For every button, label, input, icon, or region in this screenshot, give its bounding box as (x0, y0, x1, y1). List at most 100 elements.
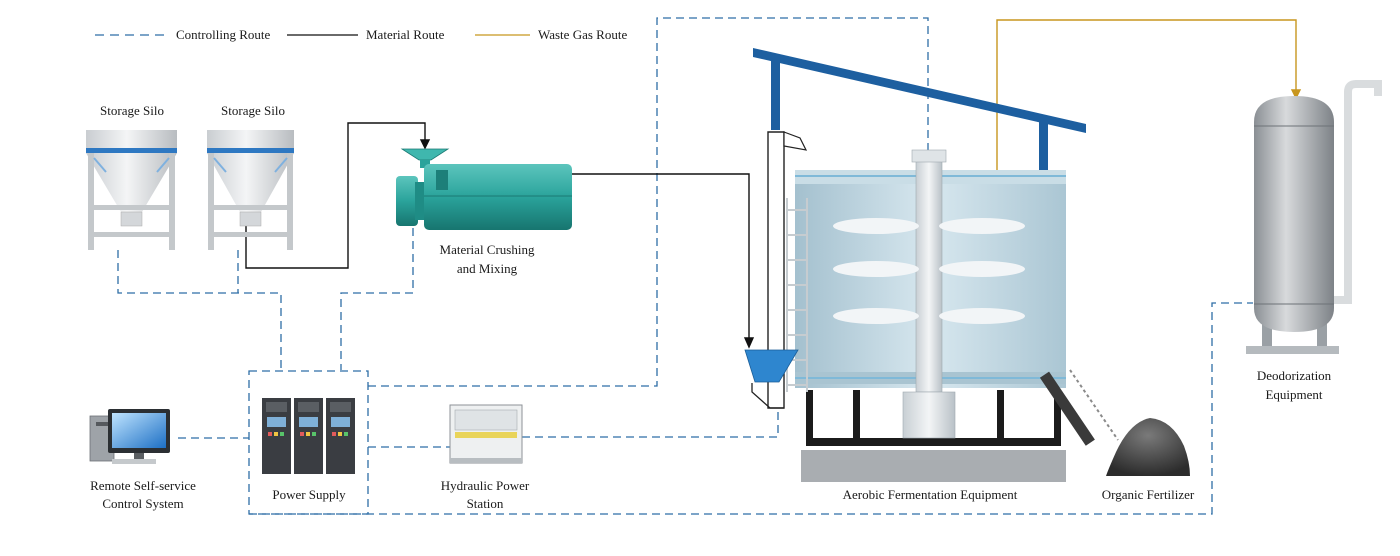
silo-2-leg-right (287, 153, 293, 250)
support-leg-2 (853, 390, 860, 446)
silo-2-brace-right (274, 157, 288, 173)
deodorizer-leg-left (1262, 318, 1272, 350)
storage-silo-2-label: Storage Silo (221, 103, 285, 118)
support-leg-1 (806, 390, 813, 446)
route-hydraulic-to-fermenter (522, 405, 779, 438)
support-leg-4 (1054, 390, 1061, 446)
legend-material: Material Route (287, 27, 445, 42)
remote-label-line2: Control System (102, 496, 183, 511)
crusher-motor (396, 176, 418, 226)
roof-post-left (771, 56, 780, 130)
silo-1-top-cylinder (86, 130, 177, 150)
controlling-routes (117, 17, 1253, 515)
silo-1-brace-left (93, 157, 107, 173)
silo-2-cone (207, 153, 294, 212)
power-supply-enclosure (248, 370, 369, 515)
blade-1-right (939, 218, 1025, 234)
organic-fertilizer: Organic Fertilizer (1102, 418, 1195, 502)
crusher-label-line1: Material Crushing (440, 242, 535, 257)
discharge-conveyor (1039, 371, 1095, 446)
crusher-feed-hopper (400, 148, 450, 161)
fermentation-equipment: Aerobic Fermentation Equipment (744, 48, 1119, 502)
silo-2-rail-1 (208, 205, 293, 210)
arrow-into-hopper (743, 337, 755, 349)
agitator-gearbox (902, 391, 956, 439)
legend-waste-gas-label: Waste Gas Route (538, 27, 627, 42)
remote-label-line1: Remote Self-service (90, 478, 196, 493)
hydraulic-station: Hydraulic Power Station (441, 404, 530, 511)
route-crusher-to-power (340, 228, 414, 370)
waste-gas-route (996, 19, 1302, 170)
storage-silo-1-label: Storage Silo (100, 103, 164, 118)
silo-2-leg-left (208, 153, 214, 250)
elevator-top-chute (783, 131, 808, 151)
silo-1-band (86, 148, 177, 153)
roof-post-right (1039, 121, 1048, 173)
deodorizer-label-line1: Deodorization (1257, 368, 1332, 383)
route-fermenter-to-deodorizer (996, 19, 1297, 170)
crusher-feed-neck (420, 160, 430, 168)
silo-1-cone (86, 153, 177, 212)
blade-1-left (833, 218, 919, 234)
fertilizer-heap (1106, 418, 1190, 476)
legend-material-label: Material Route (366, 27, 445, 42)
support-frame-top (806, 438, 1061, 446)
pc-monitor-screen (112, 413, 166, 448)
material-routes (245, 122, 755, 349)
concrete-base (801, 450, 1066, 482)
hydraulic-label-line2: Station (467, 496, 504, 511)
route-silo-to-crusher (245, 122, 426, 269)
arrow-into-crusher (419, 139, 431, 150)
silo-1-outlet (120, 211, 143, 227)
blade-2-right (939, 261, 1025, 277)
hydraulic-strip (455, 432, 517, 438)
silo-1-leg-right (169, 153, 175, 250)
hopper-lower-bracket (751, 383, 784, 409)
conveyor-ridge (1069, 369, 1119, 441)
deodorizer-vessel (1254, 96, 1334, 332)
storage-silo-1: Storage Silo (86, 103, 177, 250)
silo-2-top-cylinder (207, 130, 294, 150)
support-leg-3 (997, 390, 1004, 446)
hydraulic-base (450, 458, 522, 463)
pc-keyboard (112, 459, 156, 464)
fertilizer-label: Organic Fertilizer (1102, 487, 1195, 502)
power-cabinet-3 (326, 398, 355, 474)
silo-1-rail-2 (88, 232, 175, 237)
power-label: Power Supply (272, 487, 346, 502)
power-cabinet-2 (294, 398, 323, 474)
blade-3-right (939, 308, 1025, 324)
crusher-body (424, 164, 572, 230)
legend-controlling-label: Controlling Route (176, 27, 270, 42)
legend-controlling: Controlling Route (95, 27, 270, 42)
silo-2-band (207, 148, 294, 153)
deodorizer-label-line2: Equipment (1265, 387, 1322, 402)
route-crusher-to-fermenter (572, 173, 750, 340)
power-supply: Power Supply (262, 398, 355, 502)
silo-2-outlet (239, 211, 262, 227)
deodorizer-leg-right (1317, 318, 1327, 350)
remote-control-system: Remote Self-service Control System (89, 409, 196, 511)
hydraulic-label-line1: Hydraulic Power (441, 478, 530, 493)
feed-hopper (744, 349, 799, 383)
legend-waste-gas: Waste Gas Route (475, 27, 627, 42)
fermentation-label: Aerobic Fermentation Equipment (843, 487, 1018, 502)
agitator-top-cap (911, 149, 947, 163)
silo-2-rail-2 (208, 232, 293, 237)
hydraulic-top-panel (454, 409, 518, 431)
arrow-into-deodorizer (1290, 89, 1302, 100)
route-silo1-to-power (117, 250, 282, 370)
deodorization-equipment: Deodorization Equipment (1246, 80, 1382, 402)
material-crusher: Material Crushing and Mixing (396, 148, 572, 276)
pc-monitor-stand (134, 453, 144, 459)
power-cabinet-1 (262, 398, 291, 474)
blade-2-left (833, 261, 919, 277)
legend: Controlling Route Material Route Waste G… (95, 27, 627, 42)
route-power-to-top (368, 17, 929, 387)
silo-2-brace-left (213, 157, 227, 173)
silo-1-rail-1 (88, 205, 175, 210)
silo-1-brace-right (156, 157, 170, 173)
deodorizer-base (1246, 346, 1339, 354)
deodorizer-exhaust-pipe (1329, 80, 1382, 304)
